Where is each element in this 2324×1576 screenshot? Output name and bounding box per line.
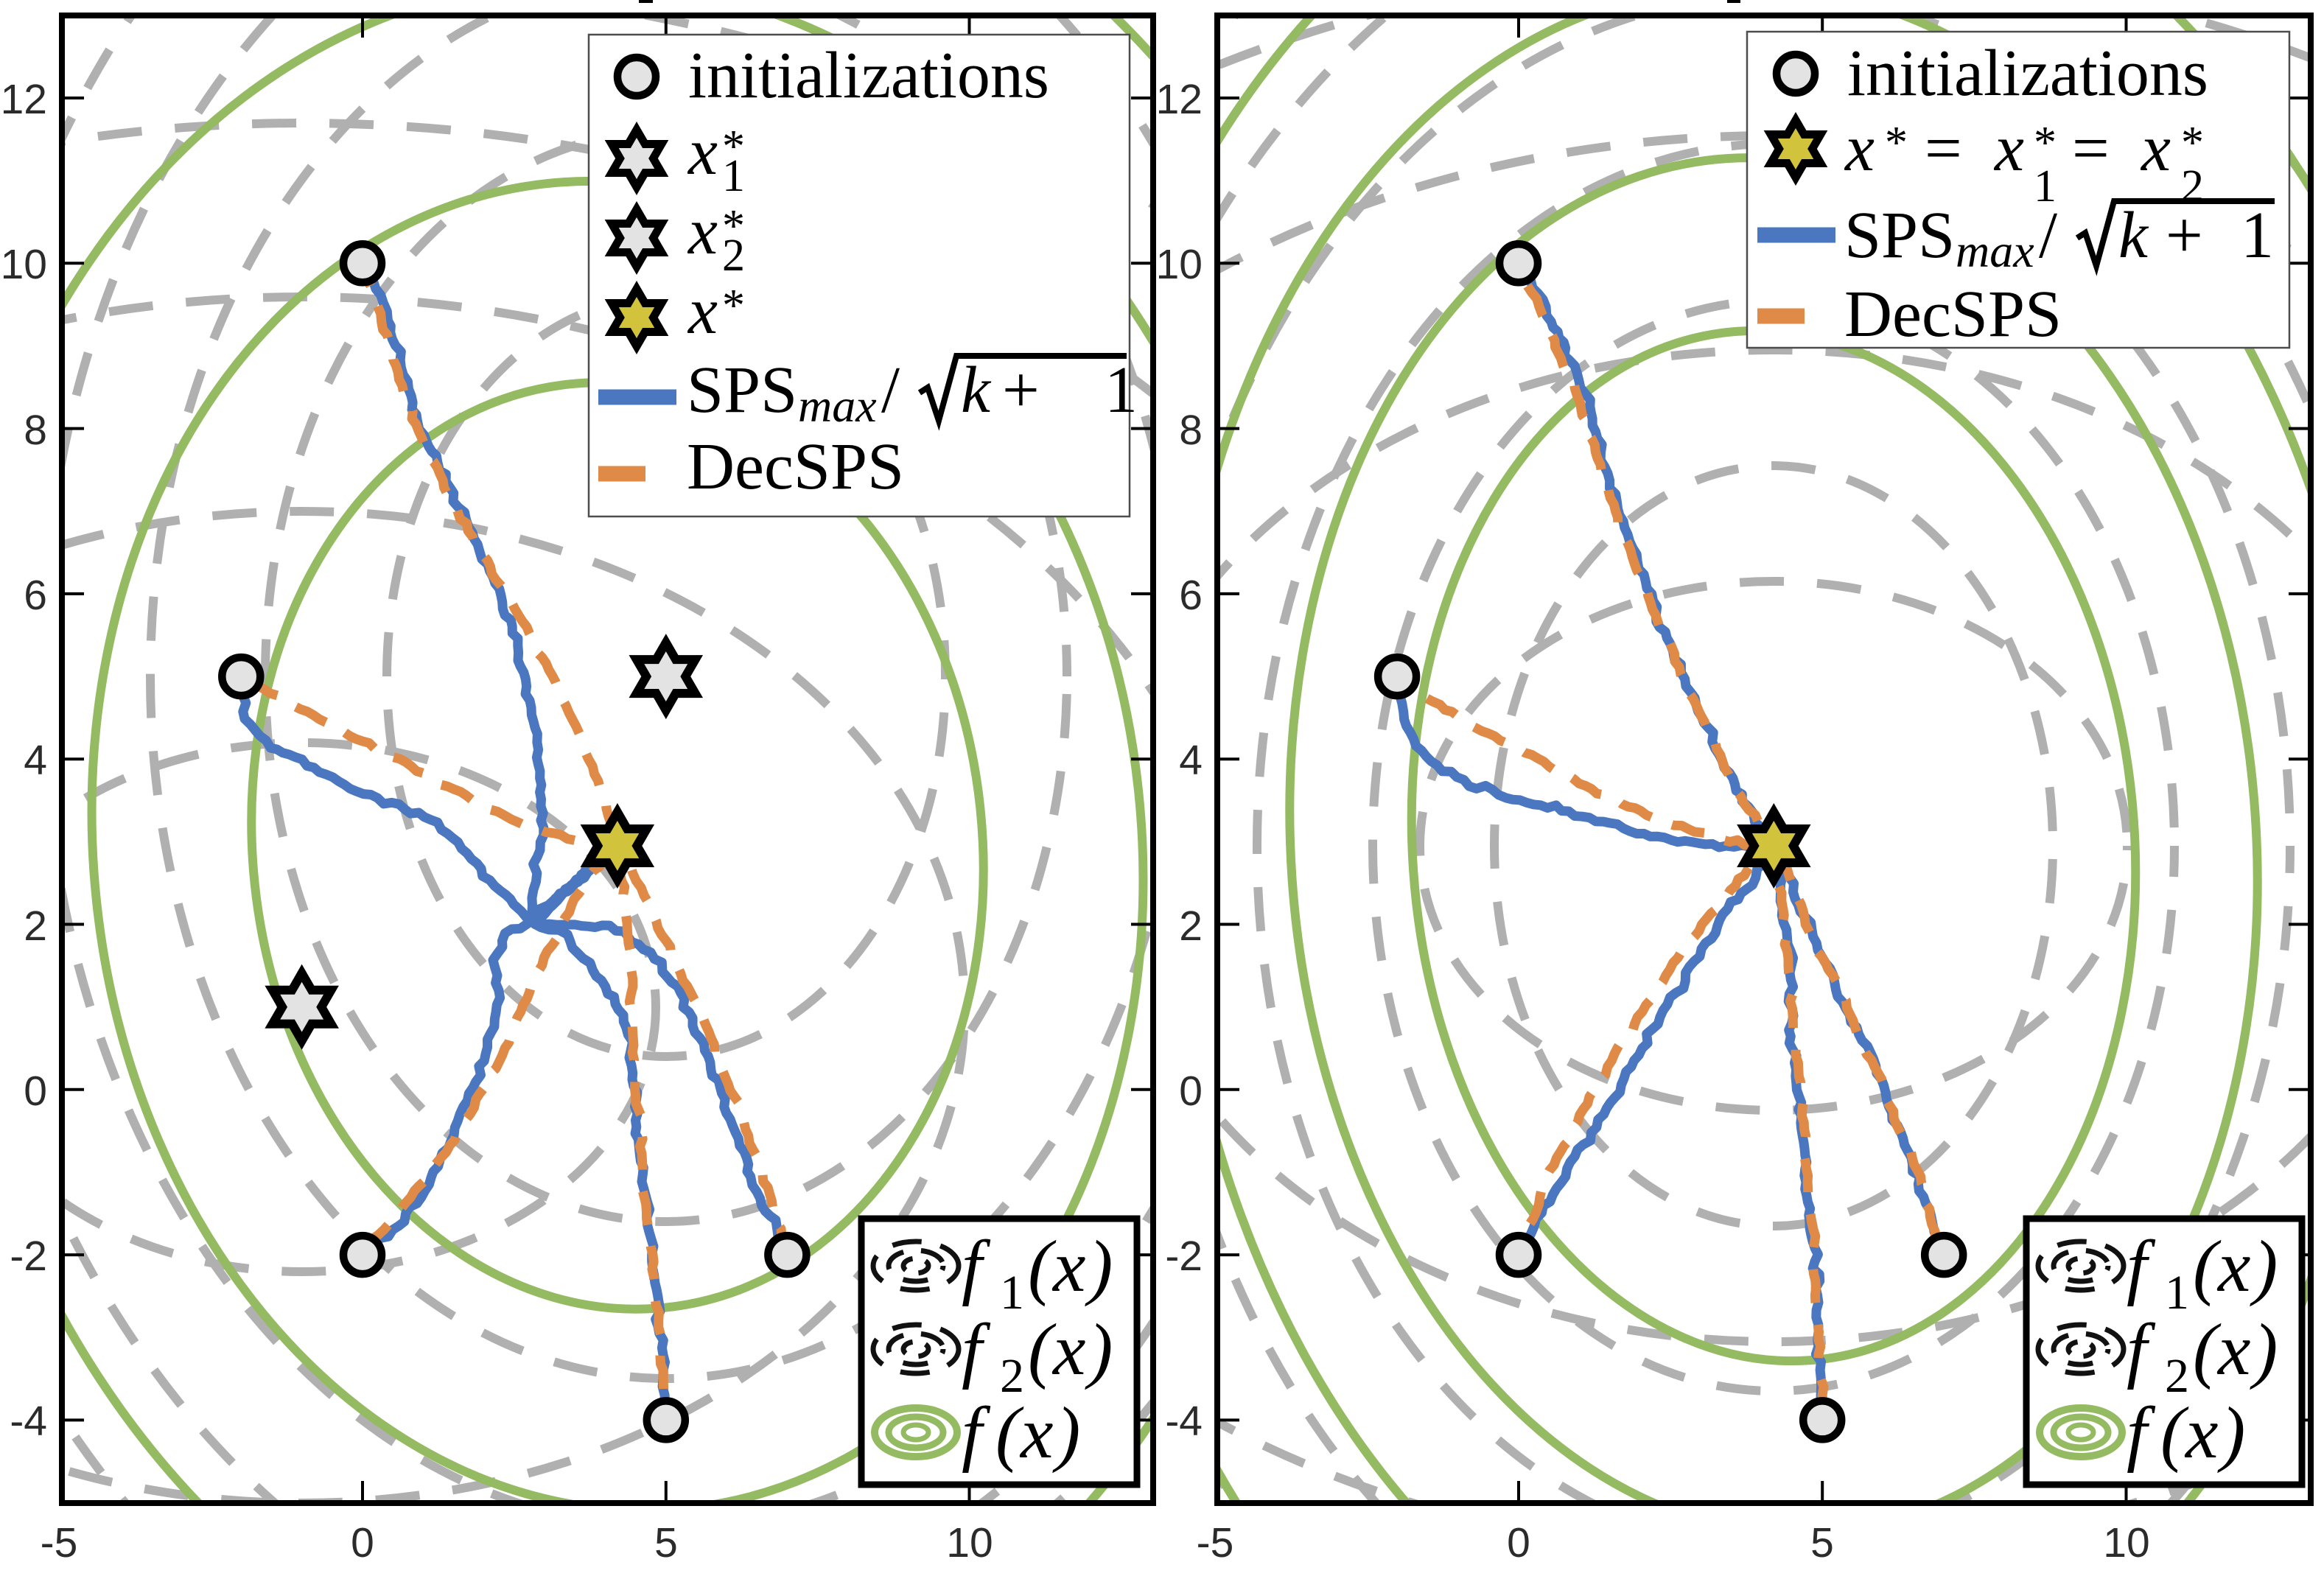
- svg-text:5: 5: [1810, 1519, 1834, 1566]
- svg-text:0: 0: [24, 1068, 47, 1115]
- svg-text:max: max: [1956, 225, 2034, 277]
- svg-text:1: 1: [1000, 1266, 1024, 1320]
- svg-text:1: 1: [2034, 161, 2057, 211]
- svg-text:x: x: [2184, 1392, 2218, 1474]
- svg-text:DecSPS: DecSPS: [687, 430, 904, 503]
- svg-text:x: x: [2140, 112, 2171, 185]
- svg-text:k: k: [2118, 199, 2149, 272]
- svg-text:0: 0: [351, 1519, 374, 1566]
- svg-text:(: (: [2193, 1225, 2222, 1307]
- svg-text:): ): [1052, 1392, 1080, 1474]
- svg-text:12: 12: [1, 76, 47, 123]
- svg-text:x: x: [687, 275, 718, 348]
- svg-text:x: x: [2216, 1309, 2250, 1390]
- svg-text:2: 2: [1000, 1349, 1024, 1403]
- svg-text:-5: -5: [41, 1519, 78, 1566]
- svg-text:*: *: [722, 201, 745, 251]
- svg-text:0: 0: [1507, 1519, 1530, 1566]
- svg-text:initializations: initializations: [688, 39, 1049, 112]
- svg-text:): ): [2217, 1392, 2245, 1474]
- svg-text:(: (: [995, 1392, 1024, 1474]
- svg-text:10: 10: [1156, 241, 1203, 288]
- svg-text:+: +: [1002, 354, 1040, 427]
- svg-text:x: x: [1019, 1392, 1053, 1474]
- svg-text:6: 6: [1179, 572, 1203, 619]
- svg-text:): ): [2250, 1309, 2278, 1390]
- svg-text:SPS: SPS: [687, 354, 797, 427]
- svg-text:*: *: [2034, 118, 2057, 168]
- svg-text:1: 1: [1105, 354, 1138, 427]
- svg-text:4: 4: [24, 737, 47, 784]
- svg-text:8: 8: [24, 407, 47, 454]
- svg-text:(: (: [1028, 1309, 1057, 1390]
- svg-text:x: x: [1844, 112, 1875, 185]
- svg-text:-4: -4: [10, 1398, 47, 1445]
- svg-text:x: x: [687, 116, 718, 189]
- svg-text:+: +: [2166, 199, 2203, 272]
- svg-text:): ): [2250, 1225, 2278, 1307]
- svg-text:x: x: [1051, 1225, 1085, 1307]
- svg-text:12: 12: [1156, 76, 1203, 123]
- svg-text:1: 1: [722, 151, 745, 201]
- svg-text:2: 2: [24, 903, 47, 950]
- svg-text:-4: -4: [1165, 1398, 1203, 1445]
- svg-text:x: x: [1051, 1309, 1085, 1390]
- svg-text:-2: -2: [1165, 1233, 1203, 1280]
- svg-text:1: 1: [2165, 1266, 2189, 1320]
- svg-text:(: (: [2160, 1392, 2189, 1474]
- svg-text:): ): [1085, 1309, 1113, 1390]
- svg-text:/: /: [881, 354, 900, 427]
- svg-text:): ): [1085, 1225, 1113, 1307]
- svg-text:SPS: SPS: [1844, 199, 1955, 272]
- svg-text:k: k: [961, 354, 992, 427]
- svg-text:*: *: [2181, 118, 2204, 168]
- svg-text:0: 0: [1179, 1068, 1203, 1115]
- svg-text:(: (: [1028, 1225, 1057, 1307]
- svg-text:-5: -5: [1197, 1519, 1234, 1566]
- svg-text:*: *: [722, 281, 745, 331]
- svg-text:2: 2: [2165, 1349, 2189, 1403]
- svg-text:initializations: initializations: [1847, 37, 2208, 110]
- svg-text:2: 2: [1179, 903, 1203, 950]
- svg-text:8: 8: [1179, 407, 1203, 454]
- svg-text:max: max: [798, 379, 877, 432]
- svg-text:10: 10: [1, 241, 47, 288]
- svg-text:-2: -2: [10, 1233, 47, 1280]
- svg-text:10: 10: [2103, 1519, 2149, 1566]
- svg-text:2: 2: [722, 231, 745, 281]
- svg-text:=: =: [2072, 112, 2110, 185]
- svg-text:*: *: [1885, 118, 1908, 168]
- svg-text:x: x: [687, 195, 718, 268]
- svg-text:6: 6: [24, 572, 47, 619]
- svg-text:5: 5: [654, 1519, 678, 1566]
- svg-text:/: /: [2039, 199, 2057, 272]
- svg-text:x: x: [1993, 112, 2024, 185]
- svg-text:4: 4: [1179, 737, 1203, 784]
- svg-text:*: *: [722, 122, 745, 172]
- svg-text:DecSPS: DecSPS: [1844, 278, 2062, 351]
- svg-text:10: 10: [946, 1519, 993, 1566]
- svg-text:x: x: [2216, 1225, 2250, 1307]
- svg-text:1: 1: [2241, 199, 2274, 272]
- svg-text:=: =: [1925, 112, 1962, 185]
- svg-text:(: (: [2193, 1309, 2222, 1390]
